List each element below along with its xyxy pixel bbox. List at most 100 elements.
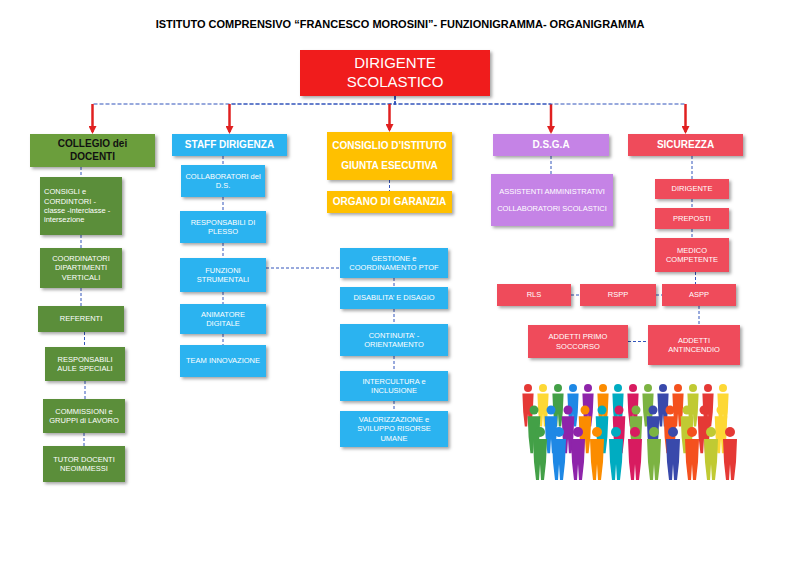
sub-box: RLS bbox=[497, 284, 571, 306]
person-head bbox=[725, 427, 735, 437]
dashed-connector bbox=[394, 401, 395, 411]
person-head bbox=[584, 384, 592, 392]
person-head bbox=[719, 384, 727, 392]
header-box: COLLEGIO dei DOCENTI bbox=[30, 134, 155, 167]
connector bbox=[223, 197, 224, 211]
function-box: INTERCULTURA e INCLUSIONE bbox=[340, 371, 448, 401]
node-text: FUNZIONI STRUMENTALI bbox=[184, 266, 262, 285]
sub-box: CONSIGLI e CORDINTORI - classe -intercla… bbox=[40, 177, 122, 235]
person-head bbox=[649, 427, 659, 437]
sub-box: ASSISTENTI AMMINISTRATIVI COLLABORATORI S… bbox=[491, 174, 613, 226]
person-head bbox=[674, 384, 682, 392]
node-text: CONSIGLIO D’ISTITUTO bbox=[332, 140, 446, 153]
connector bbox=[628, 341, 648, 342]
node-text: PREPOSTI bbox=[673, 214, 711, 223]
dashed-connector bbox=[699, 306, 700, 325]
dashed-connector bbox=[692, 229, 693, 238]
arrow-line bbox=[684, 104, 687, 132]
dashed-connector bbox=[695, 272, 696, 284]
person-head bbox=[524, 384, 532, 392]
node-text: COLLABORATORI SCOLASTICI bbox=[497, 204, 607, 213]
node-text: ASPP bbox=[689, 290, 709, 299]
person-head bbox=[649, 406, 658, 415]
dashed-connector bbox=[389, 180, 390, 191]
sub-box: ADDETTI PRIMO SOCCORSO bbox=[528, 325, 628, 358]
node-text: ADDETTI ANTINCENDIO bbox=[652, 336, 736, 355]
node-text: ASSISTENTI AMMINISTRATIVI bbox=[499, 187, 605, 196]
connector bbox=[395, 96, 551, 133]
person-head bbox=[666, 406, 675, 415]
connector bbox=[81, 235, 82, 248]
bus-line bbox=[395, 96, 551, 105]
sub-box: RESPONSABILI DI PLESSO bbox=[180, 211, 266, 243]
node-text: CONSIGLI e CORDINTORI - classe -intercla… bbox=[44, 187, 118, 225]
person-head bbox=[573, 427, 583, 437]
connector bbox=[389, 180, 390, 191]
dashed-connector bbox=[551, 156, 552, 174]
connector bbox=[230, 96, 396, 133]
dashed-connector bbox=[223, 197, 224, 211]
connector bbox=[93, 96, 396, 133]
header-box: SICUREZZA bbox=[628, 134, 743, 156]
node-text: TUTOR DOCENTI NEOIMMESSI bbox=[47, 455, 121, 474]
person-body bbox=[628, 439, 642, 480]
function-box: DISABILITA’ E DISAGIO bbox=[340, 287, 448, 309]
connector bbox=[395, 96, 686, 133]
arrow-line bbox=[550, 104, 553, 132]
connector bbox=[394, 309, 395, 324]
node-text: COLLEGIO dei DOCENTI bbox=[34, 138, 151, 163]
connector bbox=[84, 433, 85, 446]
arrow-line bbox=[388, 104, 391, 130]
node-text: DIRIGENTE bbox=[672, 184, 713, 193]
dashed-connector bbox=[571, 295, 580, 296]
node-text: ORGANO DI GARANZIA bbox=[333, 196, 446, 209]
node-text: SICUREZZA bbox=[657, 139, 714, 152]
node-text: RESPONSABILI AULE SPECIALI bbox=[49, 355, 121, 374]
person-body bbox=[666, 439, 680, 480]
sub-box: COORDINATORI DIPARTIMENTI VERTICALI bbox=[40, 248, 122, 288]
person-head bbox=[632, 406, 641, 415]
person-head bbox=[704, 384, 712, 392]
function-box: GESTIONE e COORDINAMENTO PTOF bbox=[340, 248, 448, 278]
person-head bbox=[539, 384, 547, 392]
sub-box: ANIMATORE DIGITALE bbox=[180, 304, 266, 334]
node-text: ANIMATORE DIGITALE bbox=[184, 310, 262, 329]
node-text: RSPP bbox=[608, 290, 628, 299]
node-text: D.S.G.A bbox=[532, 139, 569, 152]
connector bbox=[394, 278, 395, 287]
connector bbox=[81, 288, 82, 306]
connector bbox=[692, 199, 693, 208]
dashed-connector bbox=[223, 156, 224, 165]
dashed-connector bbox=[223, 243, 224, 258]
header-box: STAFF DIRIGENZA bbox=[172, 134, 287, 156]
dashed-connector bbox=[266, 268, 340, 269]
sub-box: ADDETTI ANTINCENDIO bbox=[648, 325, 740, 365]
dashed-connector bbox=[85, 381, 86, 399]
person-head bbox=[598, 406, 607, 415]
connector bbox=[223, 292, 224, 304]
sub-box: DIRIGENTE bbox=[655, 179, 729, 199]
person-head bbox=[614, 384, 622, 392]
dashed-connector bbox=[394, 356, 395, 371]
person-body bbox=[571, 439, 585, 480]
node-text: RLS bbox=[527, 290, 542, 299]
person-body bbox=[590, 439, 604, 480]
connector bbox=[266, 268, 340, 269]
person-head bbox=[630, 427, 640, 437]
bus-line bbox=[390, 96, 396, 105]
connector bbox=[390, 96, 396, 131]
sub-box: ASPP bbox=[662, 284, 736, 306]
person-head bbox=[689, 384, 697, 392]
person-head bbox=[644, 384, 652, 392]
node-text: STAFF DIRIGENZA bbox=[185, 139, 274, 152]
connector bbox=[394, 356, 395, 371]
function-box: CONTINUITA’ - ORIENTAMENTO bbox=[340, 324, 448, 356]
node-text: ADDETTI PRIMO SOCCORSO bbox=[532, 332, 624, 351]
person-body bbox=[704, 439, 718, 480]
dashed-connector bbox=[84, 433, 85, 446]
person-head bbox=[592, 427, 602, 437]
person-head bbox=[615, 406, 624, 415]
person-head bbox=[554, 427, 564, 437]
person-head bbox=[683, 406, 692, 415]
